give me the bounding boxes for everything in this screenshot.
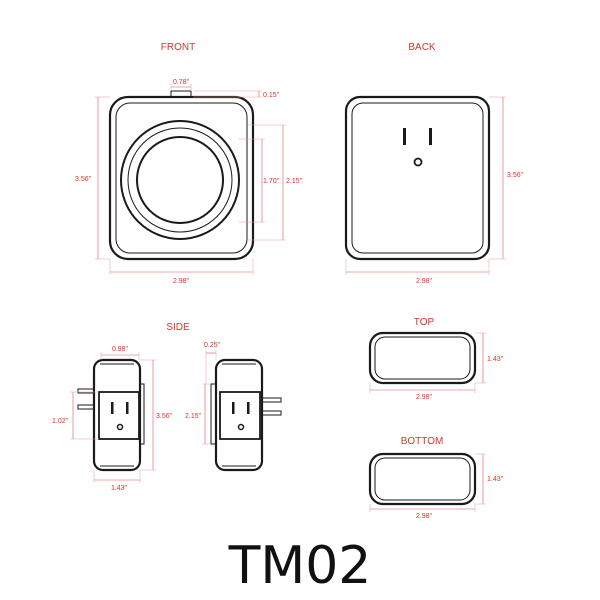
- front-button-height-label: 0.15": [263, 92, 280, 99]
- back-body-inner: [351, 102, 484, 254]
- model-name: TM02: [228, 536, 372, 596]
- side-right-prong-bottom: [261, 410, 282, 416]
- front-button-width-label: 0.78": [173, 79, 190, 86]
- front-dial-inner-ring: [136, 136, 224, 224]
- side-left-outlet-prong-left: [111, 402, 114, 414]
- front-dial-mid-ring: [127, 127, 233, 233]
- side-left-outlet-label: 1.02": [52, 418, 69, 425]
- bottom-view: BOTTOM 1.43" 2.98": [368, 436, 504, 520]
- back-height-label: 3.56": [507, 172, 524, 179]
- side-view-title: SIDE: [166, 322, 190, 333]
- back-view: BACK 3.56" 2.98": [344, 42, 524, 285]
- front-height-label: 3.56": [75, 176, 92, 183]
- side-right-outlet: [219, 391, 261, 440]
- back-outlet-ground-hole: [413, 157, 423, 167]
- back-view-title: BACK: [408, 42, 436, 53]
- top-view: TOP 1.43" 2.98": [368, 317, 504, 401]
- back-outlet-prong-right: [429, 128, 432, 145]
- side-left-top-label: 0.98": [112, 346, 129, 353]
- top-view-title: TOP: [414, 317, 435, 328]
- front-dial-outer-ring: [120, 120, 240, 240]
- side-left-outlet: [98, 391, 140, 440]
- side-left-dial-edge: [139, 383, 145, 445]
- side-view-right: 0.25" 2.15": [185, 342, 282, 472]
- bottom-width-label: 2.98": [416, 513, 433, 520]
- front-width-label: 2.98": [173, 278, 190, 285]
- side-right-face-label: 2.15": [185, 413, 202, 420]
- front-face-label: 2.15": [286, 178, 303, 185]
- front-view: FRONT 0.78" 0.15" 3.56" 1.70": [75, 42, 303, 285]
- side-left-prong-bottom: [77, 404, 96, 410]
- back-body-outline: [344, 95, 491, 261]
- top-depth-label: 1.43": [487, 356, 504, 363]
- side-right-prong-top: [261, 397, 282, 403]
- front-dial-label: 1.70": [263, 178, 280, 185]
- side-view: SIDE 0.98" 1.02": [52, 322, 282, 492]
- top-body-inner: [374, 336, 471, 380]
- top-width-label: 2.98": [416, 394, 433, 401]
- top-body-outline: [368, 331, 477, 385]
- side-right-top-label: 0.25": [204, 342, 221, 349]
- back-width-label: 2.98": [416, 278, 433, 285]
- side-right-outlet-prong-left: [232, 402, 235, 414]
- side-right-outlet-ground-hole: [237, 423, 245, 431]
- side-left-outlet-prong-right: [126, 402, 129, 414]
- back-outlet-prong-left: [403, 128, 406, 145]
- bottom-depth-label: 1.43": [487, 476, 504, 483]
- side-left-height-label: 3.56": [156, 413, 173, 420]
- front-body-inner: [115, 102, 248, 254]
- side-left-prong-top: [77, 388, 96, 394]
- bottom-body-outline: [368, 452, 477, 506]
- side-right-outlet-prong-right: [247, 402, 250, 414]
- side-left-depth-label: 1.43": [111, 485, 128, 492]
- bottom-view-title: BOTTOM: [401, 436, 444, 447]
- bottom-body-inner: [374, 457, 471, 501]
- side-left-outlet-ground-hole: [116, 423, 124, 431]
- side-view-left: 0.98" 1.02" 3.56" 1.43": [52, 346, 173, 492]
- front-view-title: FRONT: [161, 42, 195, 53]
